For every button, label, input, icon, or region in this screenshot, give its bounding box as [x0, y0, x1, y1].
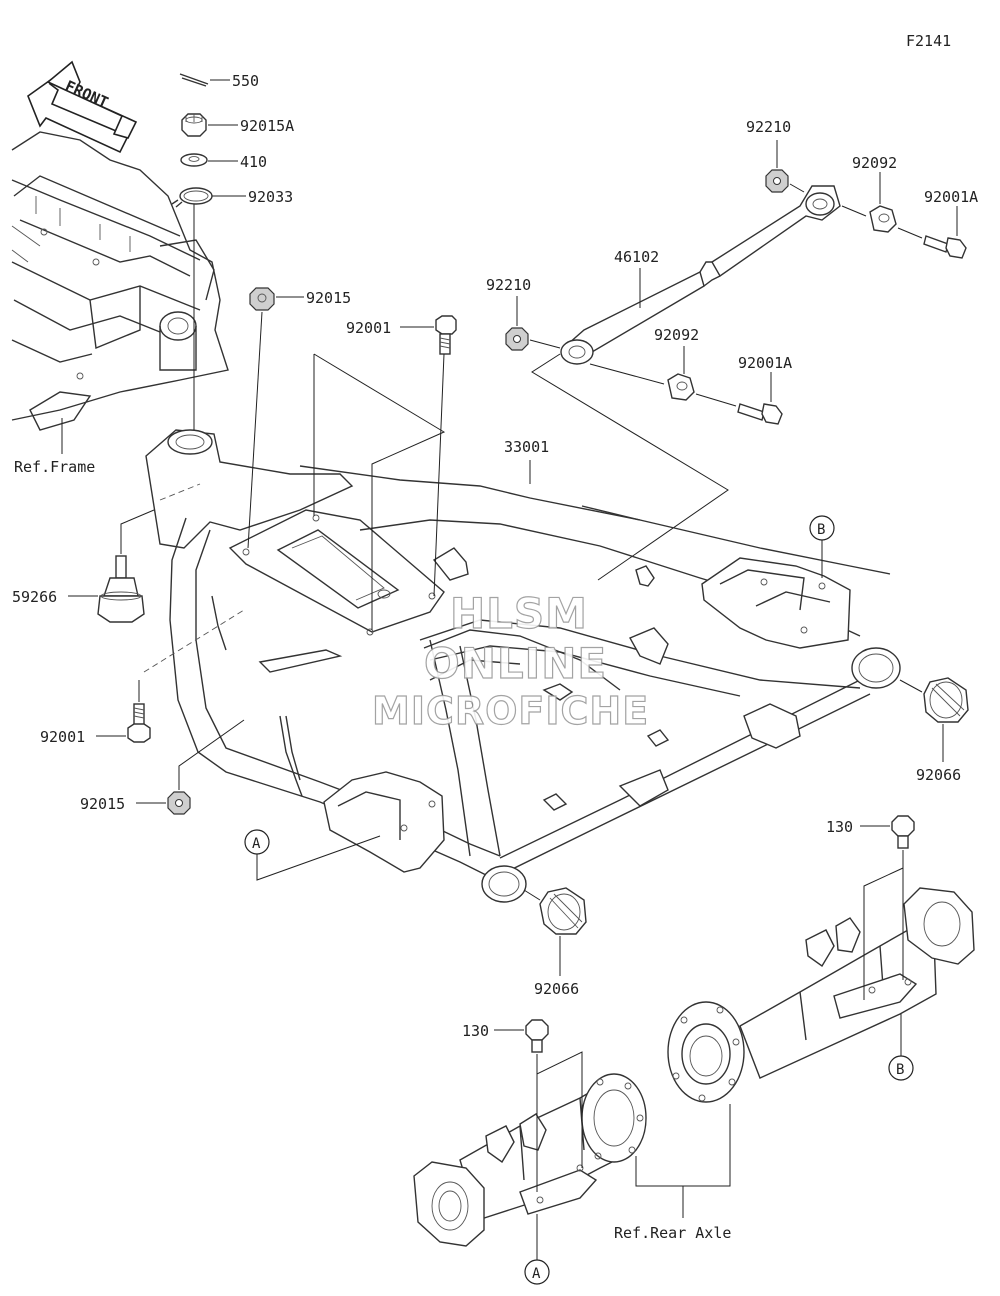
label-92092-upper: 92092 [852, 154, 897, 172]
marker-b-upper: B [809, 515, 835, 541]
flange-bolt-icon [737, 403, 783, 425]
label-92033: 92033 [248, 188, 293, 206]
bolt-icon [525, 1019, 549, 1053]
flange-bolt-icon [923, 235, 967, 259]
end-cap-icon [539, 887, 587, 935]
ref-rear-axle-label: Ref.Rear Axle [614, 1224, 731, 1242]
label-92001A-lower: 92001A [738, 354, 792, 372]
ball-joint-icon [97, 555, 145, 623]
bushing-icon [869, 205, 897, 233]
label-92210-lower: 92210 [486, 276, 531, 294]
label-92210-upper: 92210 [746, 118, 791, 136]
label-92092-lower: 92092 [654, 326, 699, 344]
watermark-line2: ONLINE [424, 639, 607, 688]
marker-a-upper: A [244, 829, 270, 855]
nut-icon [505, 327, 529, 351]
bolt-icon [891, 815, 915, 849]
svg-text:B: B [896, 1062, 904, 1078]
ref-frame-drawing [11, 131, 229, 431]
figure-code: F2141 [906, 32, 951, 50]
watermark-line3: MICROFICHE [372, 689, 649, 733]
svg-text:B: B [817, 522, 825, 538]
label-33001: 33001 [504, 438, 549, 456]
rear-axle-left [413, 1073, 647, 1247]
nut-icon [249, 287, 275, 311]
swing-arm-frame [145, 429, 901, 903]
label-46102: 46102 [614, 248, 659, 266]
svg-text:A: A [532, 1266, 541, 1282]
label-59266: 59266 [12, 588, 57, 606]
label-92015-top: 92015 [306, 289, 351, 307]
nut-icon [765, 169, 789, 193]
label-92015A: 92015A [240, 117, 294, 135]
watermark-line1: HLSM [450, 589, 588, 638]
label-92001-top: 92001 [346, 319, 391, 337]
label-410: 410 [240, 153, 267, 171]
torque-rod [560, 185, 841, 365]
end-cap-icon [923, 677, 969, 723]
rear-axle-right [667, 887, 975, 1103]
nut-icon [167, 791, 191, 815]
castle-nut-icon [181, 113, 207, 137]
front-arrow: FRONT [27, 60, 138, 154]
marker-b-lower: B [888, 1055, 914, 1081]
bolt-icon [127, 703, 151, 743]
label-130-left: 130 [462, 1022, 489, 1040]
svg-text:A: A [252, 836, 261, 852]
watermark: HLSM ONLINE MICROFICHE [371, 588, 649, 733]
ref-frame-label: Ref.Frame [14, 458, 95, 476]
snap-ring-icon [171, 187, 213, 208]
label-92001-left: 92001 [40, 728, 85, 746]
washer-icon [180, 153, 208, 167]
label-550: 550 [232, 72, 259, 90]
label-92001A-upper: 92001A [924, 188, 978, 206]
marker-a-lower: A [524, 1259, 550, 1285]
label-92066-bottom: 92066 [534, 980, 579, 998]
cotter-pin-icon [179, 73, 209, 87]
label-130-right: 130 [826, 818, 853, 836]
label-92015-left: 92015 [80, 795, 125, 813]
label-92066-right: 92066 [916, 766, 961, 784]
bushing-icon [667, 373, 695, 401]
bolt-icon [435, 315, 457, 355]
front-label: FRONT [62, 77, 111, 112]
